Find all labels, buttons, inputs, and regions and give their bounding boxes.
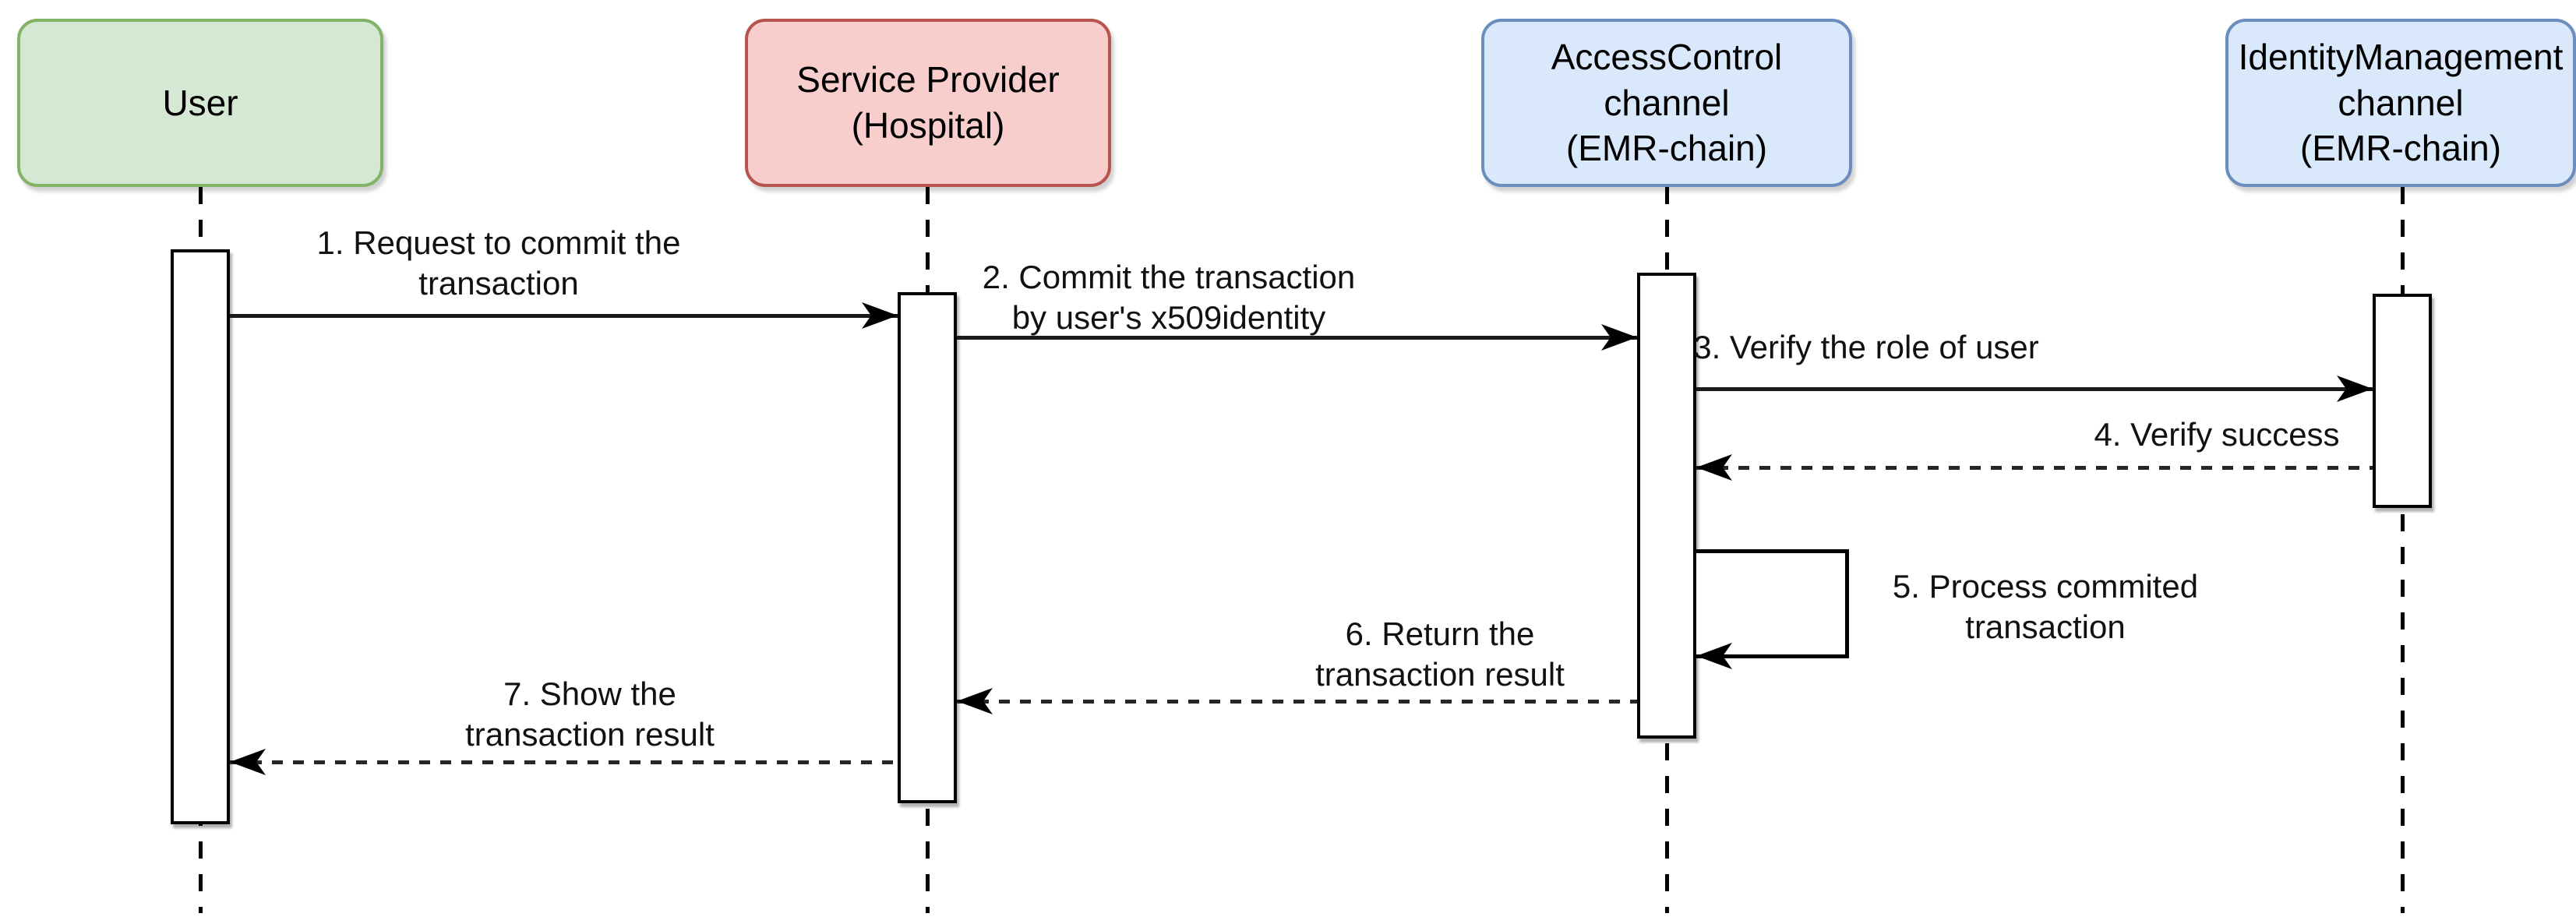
lifeline-identity-management: [2401, 187, 2405, 913]
message-3-label: 3. Verify the role of user: [1693, 329, 2039, 365]
message-1-line: [230, 314, 898, 318]
message-6-line: [957, 700, 1637, 704]
message-4-line: [1696, 466, 2373, 470]
activation-service-provider: [898, 292, 957, 803]
actor-box-identity-management: IdentityManagement channel (EMR-chain): [2225, 19, 2576, 187]
actor-box-user: User: [17, 19, 383, 187]
message-5-label: 5. Process commited transaction: [1892, 568, 2199, 646]
message-4-label: 4. Verify success: [2094, 416, 2340, 453]
message-2-line: [957, 336, 1637, 340]
activation-access-control: [1637, 273, 1696, 739]
message-6-label: 6. Return the transaction result: [1315, 615, 1565, 693]
message-3-line: [1696, 387, 2373, 391]
message-1-label: 1. Request to commit the transaction: [316, 224, 681, 302]
message-5-self-call-box: [1696, 549, 1849, 658]
message-7-line: [230, 760, 898, 764]
message-7-label: 7. Show the transaction result: [465, 675, 715, 753]
activation-identity-management: [2373, 294, 2432, 508]
actor-box-access-control: AccessControl channel (EMR-chain): [1481, 19, 1852, 187]
actor-box-service-provider: Service Provider (Hospital): [745, 19, 1111, 187]
message-2-label: 2. Commit the transaction by user's x509…: [982, 259, 1356, 337]
activation-user: [171, 249, 230, 824]
